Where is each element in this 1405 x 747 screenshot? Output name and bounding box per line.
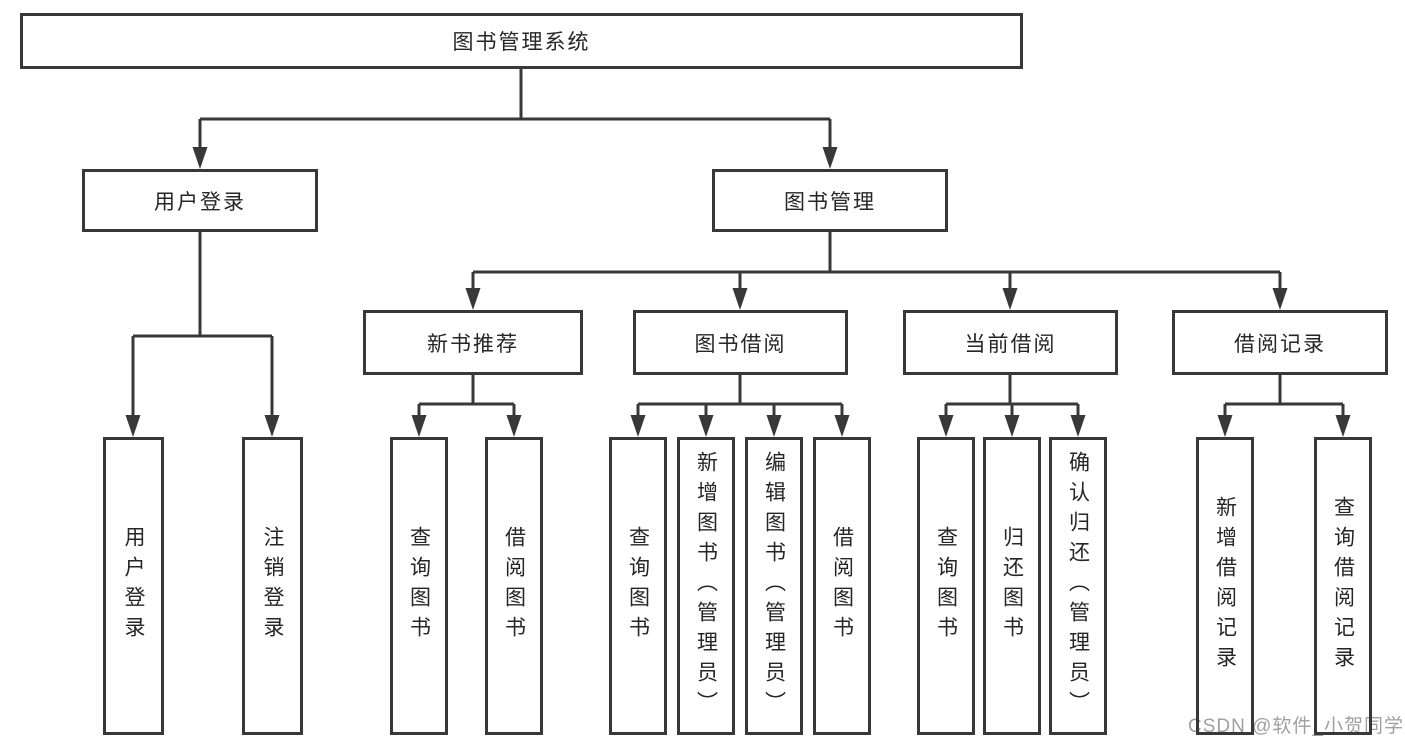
node-leaf-query-borrow-record: 查询借阅记录 bbox=[1314, 437, 1372, 735]
node-leaf-add-book-admin: 新增图书（管理员） bbox=[677, 437, 735, 735]
node-leaf-query-books-current: 查询图书 bbox=[917, 437, 975, 735]
node-label: 当前借阅 bbox=[964, 332, 1057, 356]
node-label: 新书推荐 bbox=[427, 332, 519, 356]
node-label: 新增图书（管理员） bbox=[694, 451, 718, 721]
node-leaf-add-borrow-record: 新增借阅记录 bbox=[1196, 437, 1254, 735]
node-label: 查询借阅记录 bbox=[1331, 496, 1355, 676]
node-label: 确认归还（管理员） bbox=[1066, 451, 1090, 721]
node-label: 借阅记录 bbox=[1234, 332, 1326, 356]
node-leaf-user-login: 用户登录 bbox=[103, 437, 164, 735]
node-label: 查询图书 bbox=[407, 526, 431, 646]
node-root-system: 图书管理系统 bbox=[20, 13, 1023, 69]
node-label: 新增借阅记录 bbox=[1213, 496, 1237, 676]
node-label: 图书管理系统 bbox=[452, 31, 591, 54]
node-label: 用户登录 bbox=[154, 190, 246, 214]
node-current-borrow: 当前借阅 bbox=[903, 310, 1118, 375]
node-leaf-query-books-recommend: 查询图书 bbox=[390, 437, 448, 735]
node-book-management: 图书管理 bbox=[712, 169, 948, 232]
node-book-borrow: 图书借阅 bbox=[633, 310, 848, 375]
node-leaf-logout: 注销登录 bbox=[242, 437, 303, 735]
node-leaf-borrow-books-recommend: 借阅图书 bbox=[485, 437, 543, 735]
node-label: 编辑图书（管理员） bbox=[762, 451, 786, 721]
node-borrow-records: 借阅记录 bbox=[1172, 310, 1388, 375]
node-label: 借阅图书 bbox=[502, 526, 526, 646]
node-label: 借阅图书 bbox=[830, 526, 854, 646]
node-new-book-recommend: 新书推荐 bbox=[363, 310, 583, 375]
node-label: 用户登录 bbox=[122, 526, 145, 646]
node-label: 注销登录 bbox=[261, 526, 284, 646]
node-leaf-edit-book-admin: 编辑图书（管理员） bbox=[745, 437, 803, 735]
node-label: 查询图书 bbox=[626, 526, 650, 646]
node-user-login: 用户登录 bbox=[82, 169, 318, 232]
node-leaf-query-books-borrow: 查询图书 bbox=[609, 437, 667, 735]
node-label: 查询图书 bbox=[934, 526, 958, 646]
node-label: 归还图书 bbox=[1000, 526, 1024, 646]
arrowhead-icons bbox=[125, 147, 1351, 437]
node-label: 图书借阅 bbox=[694, 332, 787, 356]
csdn-watermark: CSDN @软件_小贺同学 bbox=[1188, 716, 1404, 737]
node-leaf-return-book: 归还图书 bbox=[983, 437, 1041, 735]
node-label: 图书管理 bbox=[784, 190, 876, 214]
node-leaf-borrow-books: 借阅图书 bbox=[813, 437, 871, 735]
node-leaf-confirm-return-admin: 确认归还（管理员） bbox=[1049, 437, 1107, 735]
